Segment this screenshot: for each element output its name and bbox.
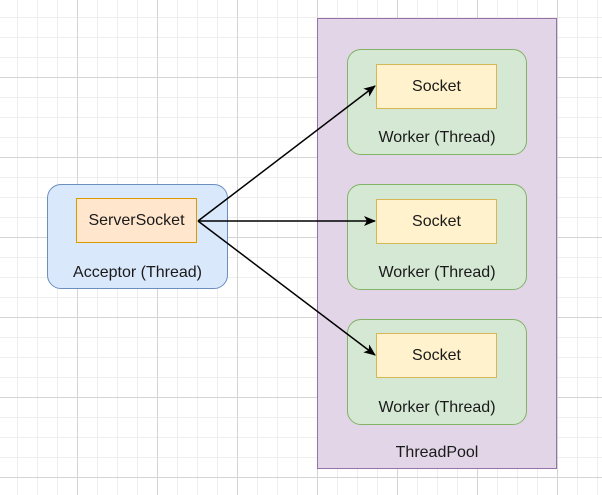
threadpool-label: ThreadPool [395,444,479,461]
socket-box-1[interactable]: Socket [376,64,497,109]
worker-label-1: Worker (Thread) [378,129,496,146]
serversocket-box[interactable]: ServerSocket [76,198,197,243]
serversocket-label: ServerSocket [88,211,185,229]
acceptor-label: Acceptor (Thread) [73,264,202,281]
socket-label-1: Socket [412,77,461,95]
socket-label-3: Socket [412,346,461,364]
worker-label-2: Worker (Thread) [378,264,496,281]
socket-label-2: Socket [412,212,461,230]
worker-label-3: Worker (Thread) [378,399,496,416]
socket-box-3[interactable]: Socket [376,333,497,378]
socket-box-2[interactable]: Socket [376,199,497,244]
